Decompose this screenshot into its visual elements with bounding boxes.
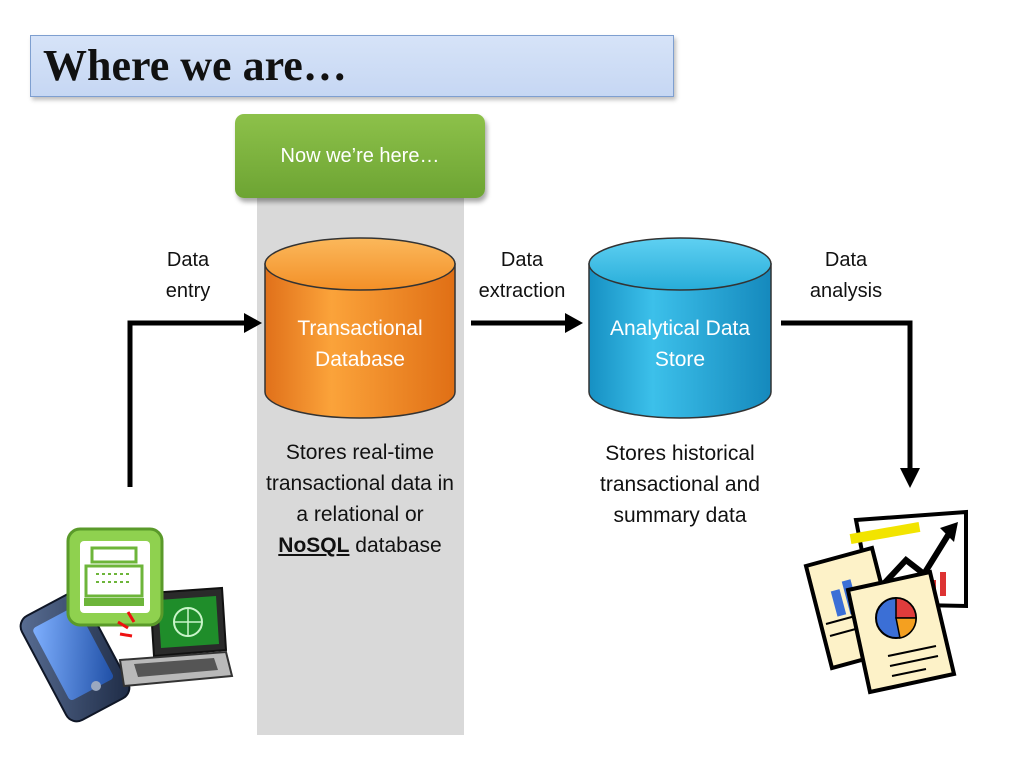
data-extraction-arrowhead (565, 313, 583, 333)
laptop-icon (118, 586, 234, 688)
analytical-data-store-label: Analytical Data Store (609, 317, 751, 371)
signal-marks (117, 611, 136, 638)
data-entry-arrow (127, 320, 246, 487)
data-analysis-label: Data analysis (809, 249, 883, 302)
cash-register-icon (66, 527, 164, 627)
slide-title: Where we are… (43, 41, 347, 90)
analytical-data-store-cylinder (588, 237, 772, 419)
analytical-data-store-description: Stores historical transactional and summ… (600, 442, 760, 527)
data-entry-arrowhead (244, 313, 262, 333)
transactional-database-label: Transactional Database (297, 317, 423, 371)
smartphone-icon (19, 591, 131, 723)
transactional-description-text: Stores real-time transactional data in a… (266, 441, 454, 526)
slide-title-bar: Where we are… (30, 35, 674, 97)
nosql-keyword: NoSQL (278, 534, 350, 557)
current-stage-label: Now we’re here… (235, 114, 485, 198)
current-stage-label-text: Now we’re here… (280, 144, 440, 167)
data-extraction-label: Data extraction (478, 249, 566, 302)
transactional-description-end: database (349, 534, 442, 557)
data-entry-label: Data entry (165, 249, 211, 302)
pie-chart-icon (845, 569, 957, 695)
data-analysis-arrowhead (900, 468, 920, 488)
transactional-database-cylinder (264, 237, 456, 419)
data-analysis-arrow (781, 320, 913, 470)
transactional-database-description: Stores real-time transactional data in a… (262, 437, 458, 561)
